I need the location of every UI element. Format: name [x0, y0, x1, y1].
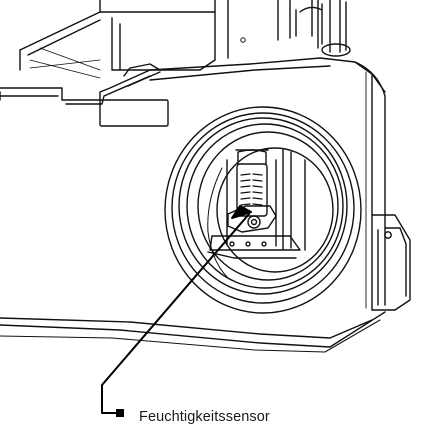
- callout-label-humidity-sensor: Feuchtigkeitssensor: [139, 409, 270, 425]
- sensor-mount: [207, 149, 306, 259]
- rear-panel-screw: [240, 37, 246, 43]
- label-plate: [99, 99, 169, 127]
- vertical-post: [277, 0, 351, 57]
- callout-leader: [101, 205, 252, 414]
- callout-marker: [116, 409, 124, 417]
- housing-body: [0, 61, 411, 353]
- rear-compartment-frame: [19, 0, 229, 79]
- round-port: [164, 106, 362, 314]
